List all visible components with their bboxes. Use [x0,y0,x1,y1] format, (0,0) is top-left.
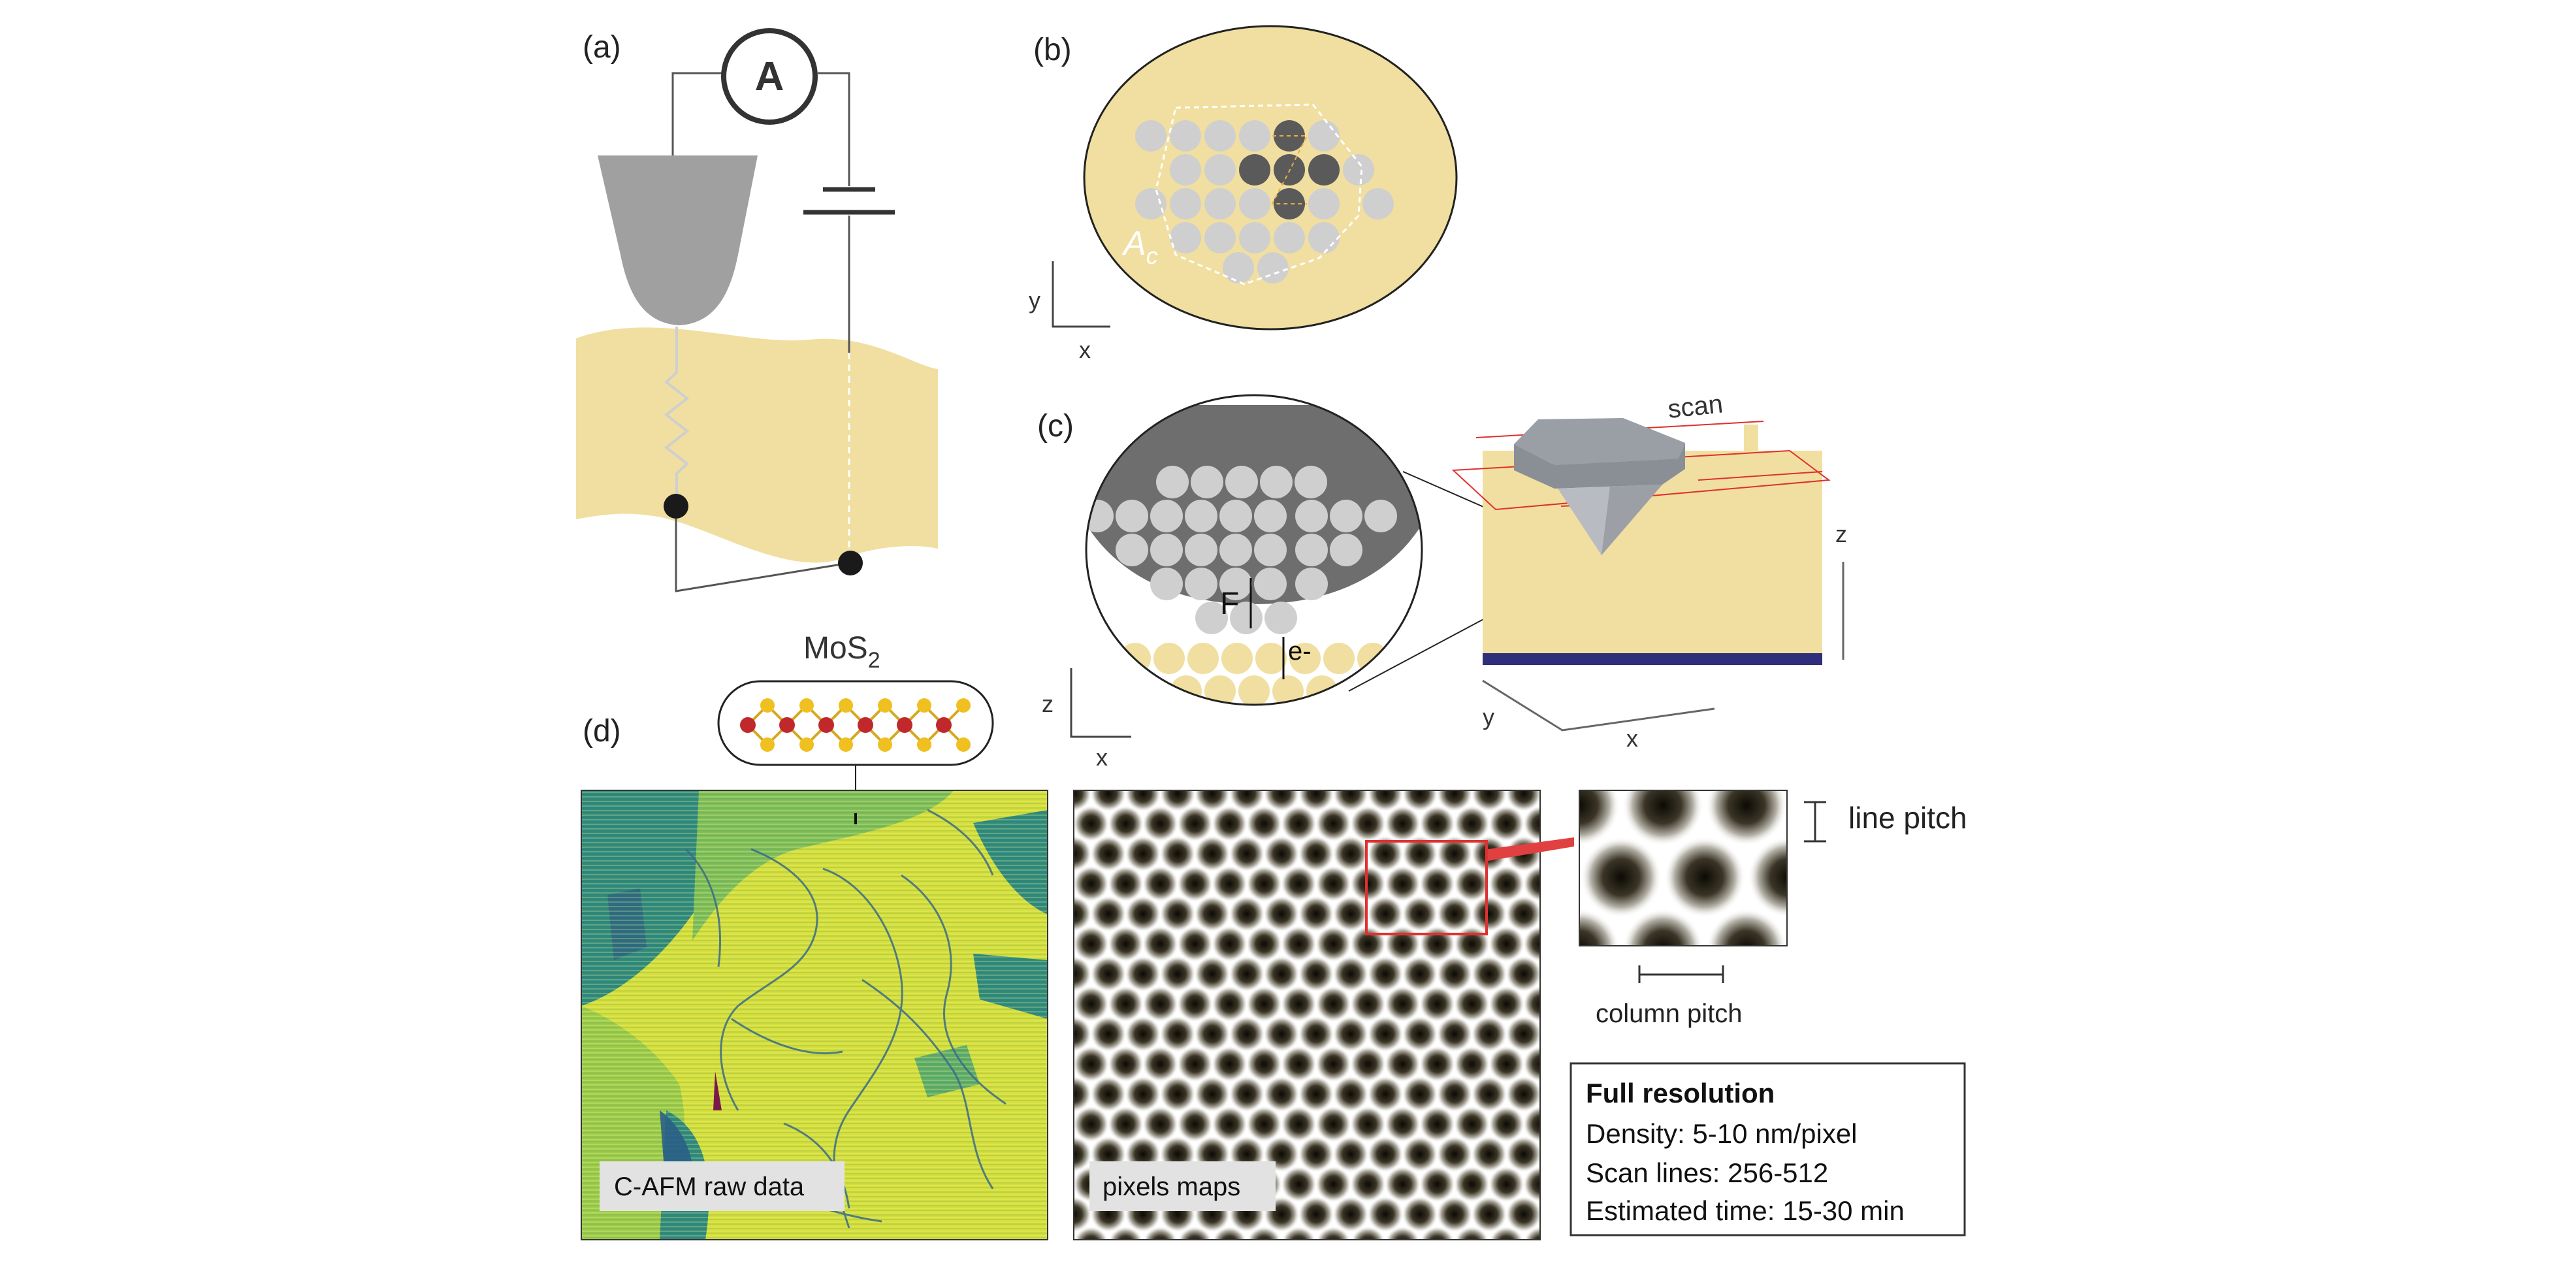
resistor-icon [664,327,690,504]
atom [1170,188,1201,219]
electron-label: e- [1288,637,1312,666]
circuit-wire [818,72,850,186]
cantilever-post [1744,425,1758,454]
substrate-layer [1483,653,1822,665]
circuit-wire [675,504,850,592]
force-label: F [1220,587,1239,621]
afm-tip-3d-front [1514,443,1685,489]
ammeter-icon [721,28,818,125]
atom [1170,120,1201,152]
info-box [1570,1062,1966,1236]
panel-d-label: (d) [583,714,621,749]
panel-d: (d) MoS2 [581,631,1967,1240]
atom [1204,120,1236,152]
afm-tip-3d-cone-shade [1602,485,1662,555]
panel-c: (c) F e- [1037,389,1847,771]
atom-contact [1308,154,1340,186]
atom [1308,120,1340,152]
ammeter-label: A [755,54,784,99]
axis-label-x: x [1096,744,1108,771]
contact-node [838,551,863,575]
atom [1170,222,1201,253]
axis-label-z: z [1835,521,1847,547]
atom [1274,222,1305,253]
atom [1308,188,1340,219]
atom [1135,120,1167,152]
pixel-map-frame [1073,790,1541,1240]
atom [1239,120,1270,152]
atom [1362,188,1394,219]
atom [1239,222,1270,253]
atom [1135,188,1167,219]
zoomed-inset-frame [1579,790,1788,946]
atom [1170,154,1201,186]
scan-label: scan [1666,389,1724,424]
panel-b-label: (b) [1033,33,1072,67]
atom-contact [1274,188,1305,219]
column-pitch-marker [1638,965,1724,983]
line-pitch-label: line pitch [1848,801,1967,835]
info-scan-lines: Scan lines: 256-512 [1586,1157,1828,1188]
axis-label-y: y [1483,703,1494,730]
axis-y-x [1052,261,1110,328]
axis-z-x [1070,668,1131,738]
material-label: MoS2 [803,631,880,673]
lattice-inset [717,680,994,766]
atom [1308,222,1340,253]
axis-label-x: x [1626,725,1638,752]
atom [1204,222,1236,253]
mos2-lattice [740,698,971,752]
column-pitch-label: column pitch [1596,999,1743,1028]
info-density: Density: 5-10 nm/pixel [1586,1118,1858,1149]
panel-c-label: (c) [1037,409,1074,444]
axis-label-z: z [1042,690,1054,717]
zoomed-inset-image [1579,790,1787,946]
pixels-caption: pixels maps [1103,1172,1240,1201]
circuit-wire [671,72,722,157]
magnified-contact: F e- [1085,394,1423,706]
info-title: Full resolution [1586,1078,1775,1108]
atom-contact [1239,154,1270,186]
cafm-raw-frame [581,790,1048,1240]
atom [1204,188,1236,219]
pixels-caption-bg [1089,1161,1276,1211]
axis-label-y: y [1029,287,1040,314]
atom [1239,188,1270,219]
atom-grid [1135,120,1394,283]
axis-y-x-3d [1482,679,1715,732]
lattice-guide [1271,135,1308,204]
atom [1204,154,1236,186]
panel-a-label: (a) [583,30,621,65]
panel-b: (b) [1029,25,1458,363]
contact-area-label: Ac [1121,225,1158,269]
panel-a: (a) A [576,28,938,592]
contact-region [1083,25,1458,331]
contact-area-outline [1155,103,1363,285]
line-pitch-marker [1804,801,1826,843]
zoom-pointer [1488,837,1574,861]
selection-box [1365,840,1488,935]
info-time: Estimated time: 15-30 min [1586,1195,1905,1226]
scan-line [1698,471,1823,481]
raw-caption: C-AFM raw data [614,1172,805,1201]
raw-caption-bg [600,1161,845,1211]
tip-atoms [1086,466,1397,634]
atom [1223,252,1254,283]
sample-slab [576,327,938,563]
afm-tip-3d-top [1514,418,1685,465]
atom [1257,252,1289,283]
afm-tip [598,155,758,325]
atom [1343,154,1374,186]
axis-label-x: x [1079,336,1091,363]
contact-node [664,494,688,519]
